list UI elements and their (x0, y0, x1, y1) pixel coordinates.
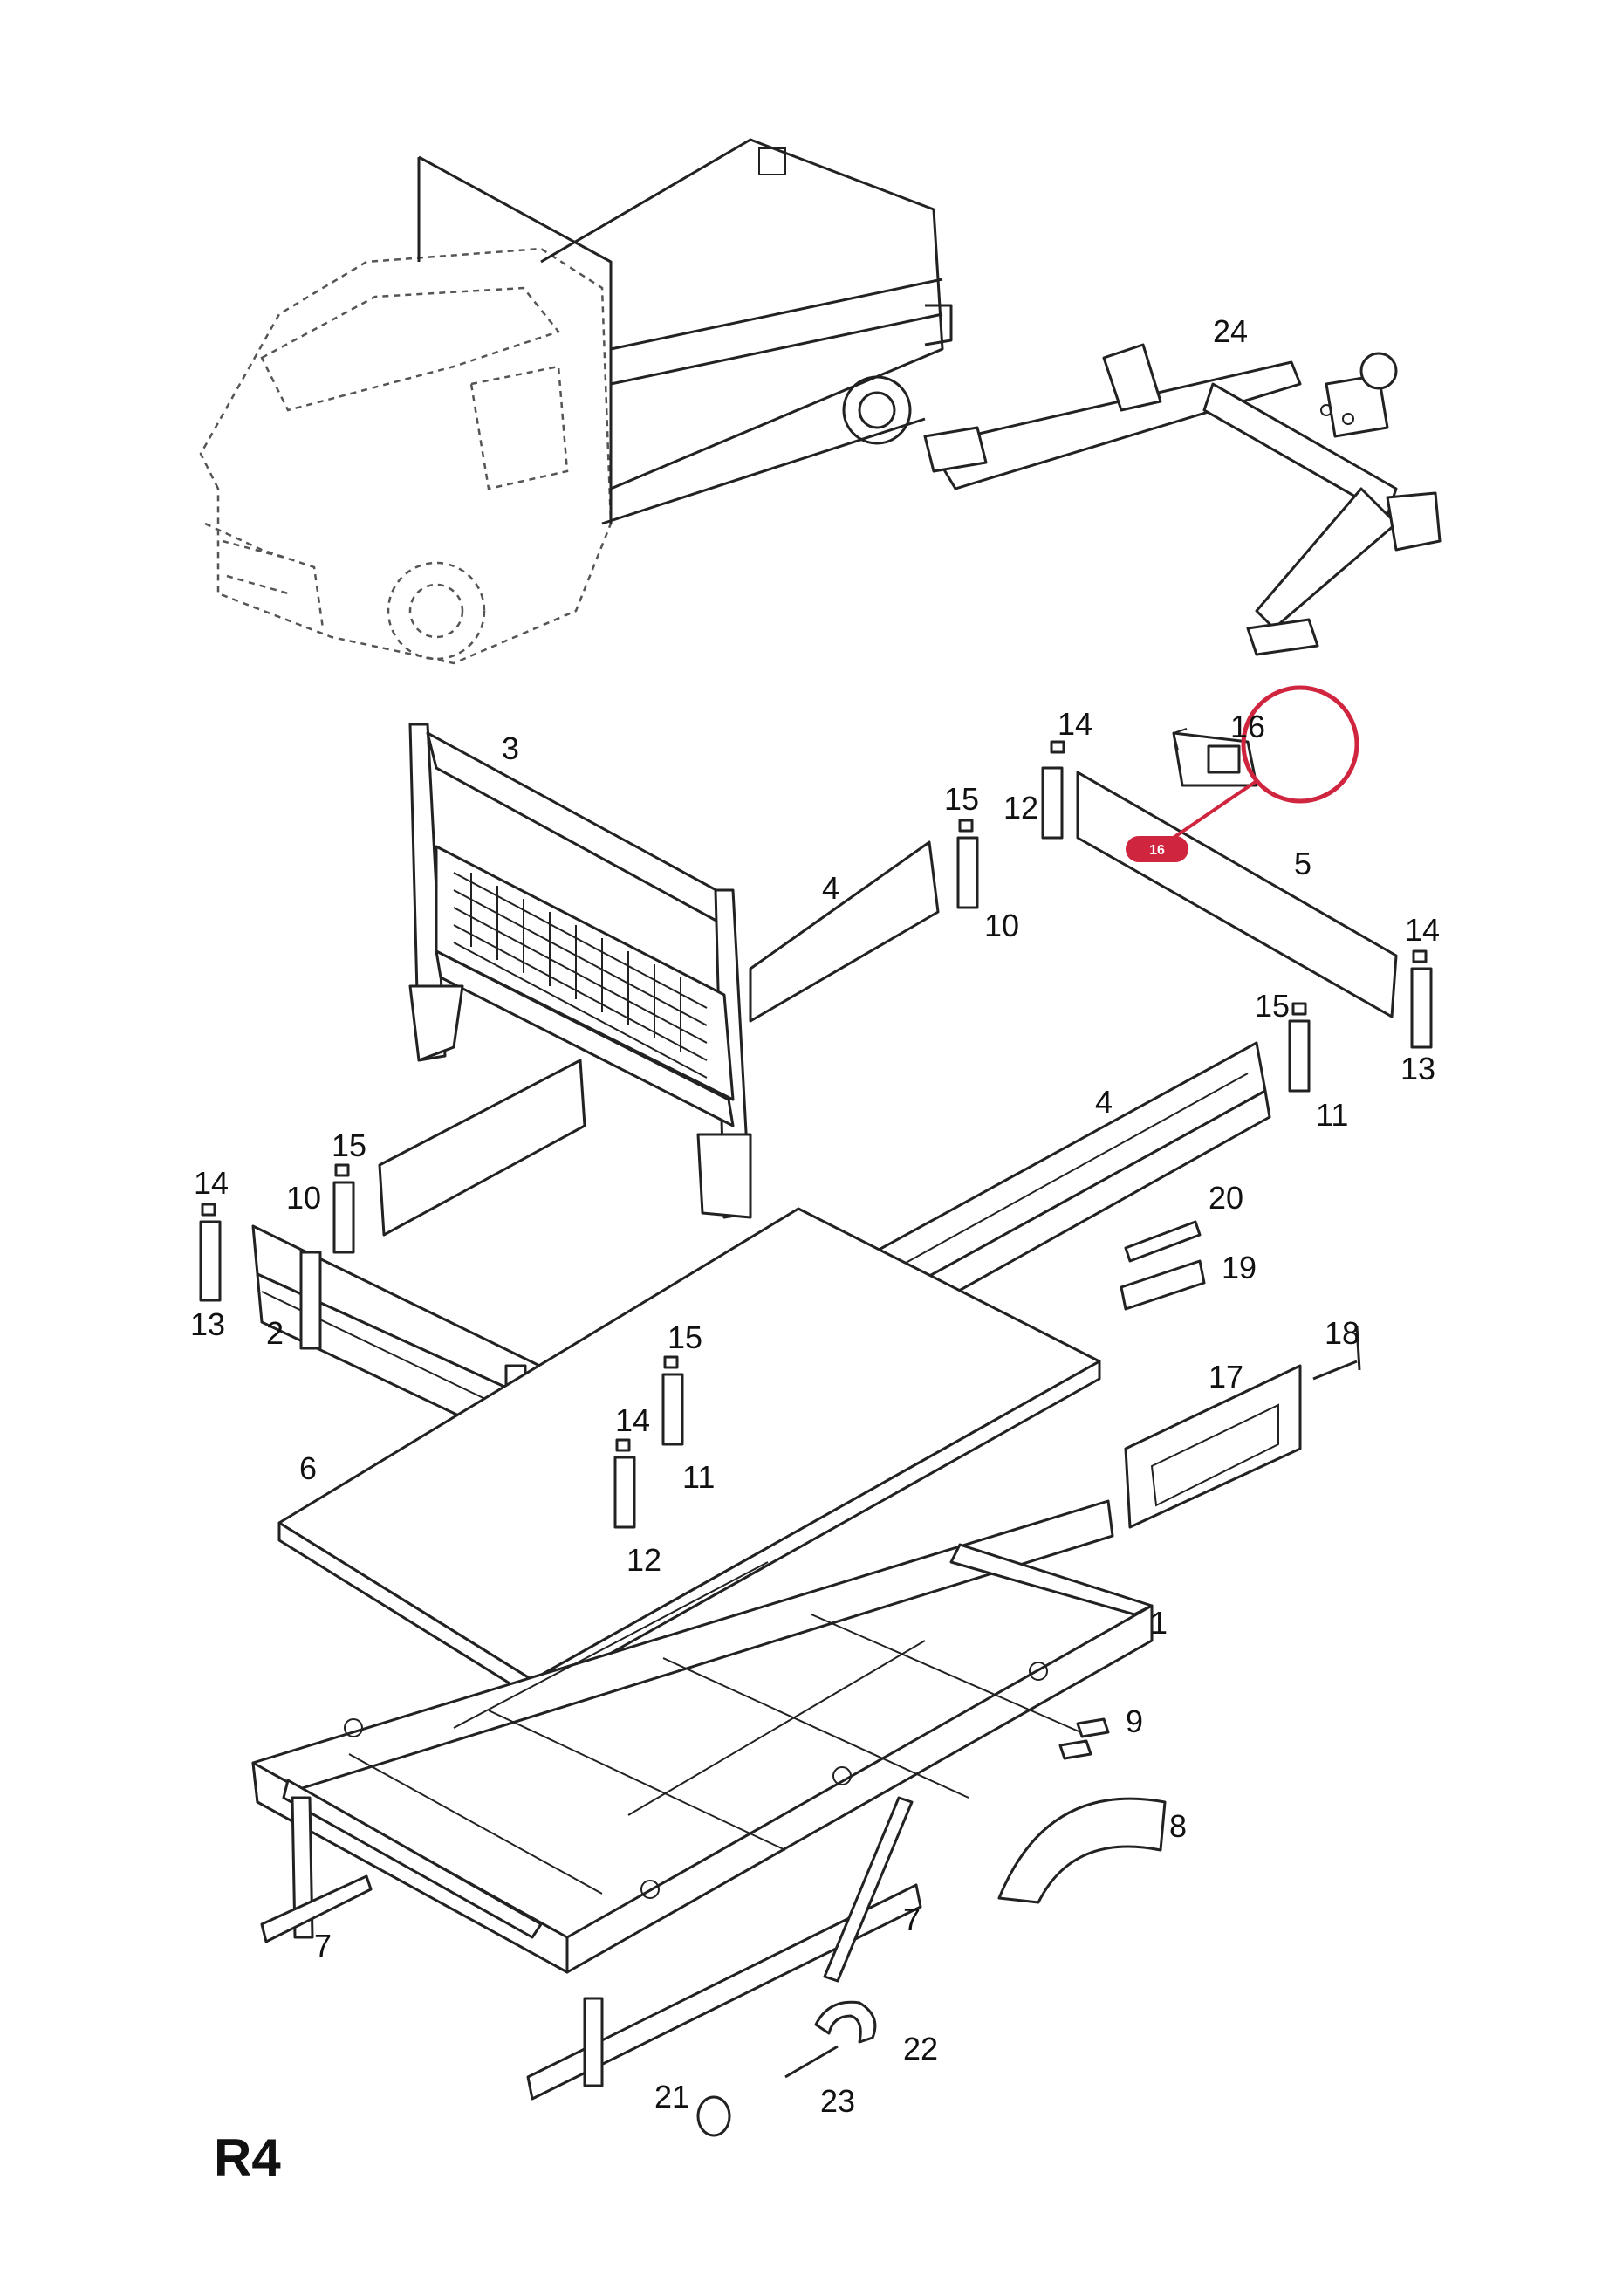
latch-bracket[interactable] (1172, 728, 1258, 787)
callout-4a[interactable]: 4 (822, 870, 839, 906)
callout-11a[interactable]: 11 (1316, 1097, 1348, 1133)
callout-7a[interactable]: 7 (314, 1928, 332, 1964)
cap-14-center[interactable] (615, 1438, 631, 1452)
callout-12a[interactable]: 12 (1003, 790, 1038, 826)
cap-15-center[interactable] (663, 1355, 679, 1369)
callout-3[interactable]: 3 (502, 730, 519, 766)
callout-15d[interactable]: 15 (668, 1319, 702, 1355)
page-code: R4 (214, 2128, 281, 2187)
cap-15-left[interactable] (334, 1163, 350, 1177)
under-run-bar-left[interactable] (260, 1796, 373, 1943)
callout-labels: 1 2 3 4 4 5 6 7 7 8 9 10 10 11 11 12 12 … (190, 313, 1440, 2119)
tow-bar-assembly[interactable] (923, 343, 1442, 656)
callout-1[interactable]: 1 (1150, 1605, 1168, 1641)
callout-16[interactable]: 16 (1230, 709, 1265, 744)
callout-14b[interactable]: 14 (1405, 912, 1440, 948)
callout-14a[interactable]: 14 (1058, 706, 1092, 742)
callout-22[interactable]: 22 (903, 2031, 938, 2066)
hinge-plate-20[interactable] (1124, 1220, 1202, 1263)
highlight-marker[interactable]: 16 (1126, 685, 1359, 862)
callout-6[interactable]: 6 (299, 1450, 317, 1486)
callout-10a[interactable]: 10 (984, 908, 1019, 943)
stanchion-12-upper[interactable] (1041, 766, 1064, 840)
tail-board[interactable] (1076, 771, 1398, 1018)
callout-13a[interactable]: 13 (1400, 1051, 1435, 1086)
pin-18[interactable] (1312, 1326, 1361, 1381)
cap-15-upper[interactable] (958, 819, 974, 833)
mudguard[interactable] (997, 1797, 1167, 1904)
under-run-bar-right[interactable] (526, 1796, 922, 2101)
cap-14-upper[interactable] (1050, 740, 1065, 754)
sub-frame[interactable] (251, 1499, 1154, 1974)
callout-15a[interactable]: 15 (944, 781, 979, 817)
callout-14d[interactable]: 14 (615, 1402, 650, 1438)
callout-15b[interactable]: 15 (1255, 988, 1290, 1024)
callout-21[interactable]: 21 (654, 2079, 689, 2114)
stanchion-12-center[interactable] (613, 1456, 636, 1529)
callout-7b[interactable]: 7 (903, 1902, 921, 1937)
callout-12b[interactable]: 12 (627, 1542, 661, 1578)
cap-14-right[interactable] (1412, 949, 1428, 963)
callout-10b[interactable]: 10 (286, 1180, 321, 1216)
stanchion-11-right[interactable] (1288, 1019, 1311, 1093)
stanchion-11-center[interactable] (661, 1373, 684, 1446)
highlight-badge-label: 16 (1149, 843, 1165, 858)
headboard-frame[interactable] (408, 723, 752, 1219)
callout-4b[interactable]: 4 (1095, 1084, 1113, 1120)
stanchion-13-left[interactable] (199, 1220, 222, 1302)
stanchion-10-left[interactable] (332, 1181, 355, 1254)
callout-14c[interactable]: 14 (194, 1165, 229, 1201)
stanchion-10-right[interactable] (956, 836, 979, 909)
callout-5[interactable]: 5 (1294, 846, 1311, 881)
floor-panel[interactable] (277, 1207, 1101, 1699)
callout-19[interactable]: 19 (1222, 1250, 1257, 1285)
rod-23[interactable] (784, 2045, 839, 2079)
callout-8[interactable]: 8 (1169, 1808, 1187, 1844)
stanchion-13-right[interactable] (1410, 967, 1433, 1049)
callout-9[interactable]: 9 (1126, 1703, 1143, 1739)
callout-18[interactable]: 18 (1325, 1315, 1359, 1351)
callout-2[interactable]: 2 (266, 1315, 284, 1351)
callout-17[interactable]: 17 (1209, 1359, 1243, 1395)
spacer-plates[interactable] (1058, 1717, 1110, 1760)
callout-20[interactable]: 20 (1209, 1180, 1243, 1216)
hinge-bracket-19[interactable] (1120, 1259, 1206, 1311)
callout-13b[interactable]: 13 (190, 1306, 225, 1342)
headboard-grille (453, 872, 708, 1079)
callout-15c[interactable]: 15 (332, 1127, 366, 1163)
side-board-upper[interactable] (749, 840, 940, 1023)
front-board-panel[interactable] (378, 1059, 586, 1237)
callout-24[interactable]: 24 (1213, 313, 1248, 349)
cap-15-right[interactable] (1291, 1002, 1307, 1016)
ring-21[interactable] (696, 2095, 731, 2137)
truck-illustration (199, 138, 953, 665)
cap-14-left[interactable] (201, 1203, 216, 1217)
callout-11b[interactable]: 11 (682, 1459, 715, 1495)
callout-23[interactable]: 23 (820, 2083, 855, 2119)
tool-box-17[interactable] (1124, 1364, 1302, 1529)
clip-22[interactable] (814, 2000, 877, 2044)
